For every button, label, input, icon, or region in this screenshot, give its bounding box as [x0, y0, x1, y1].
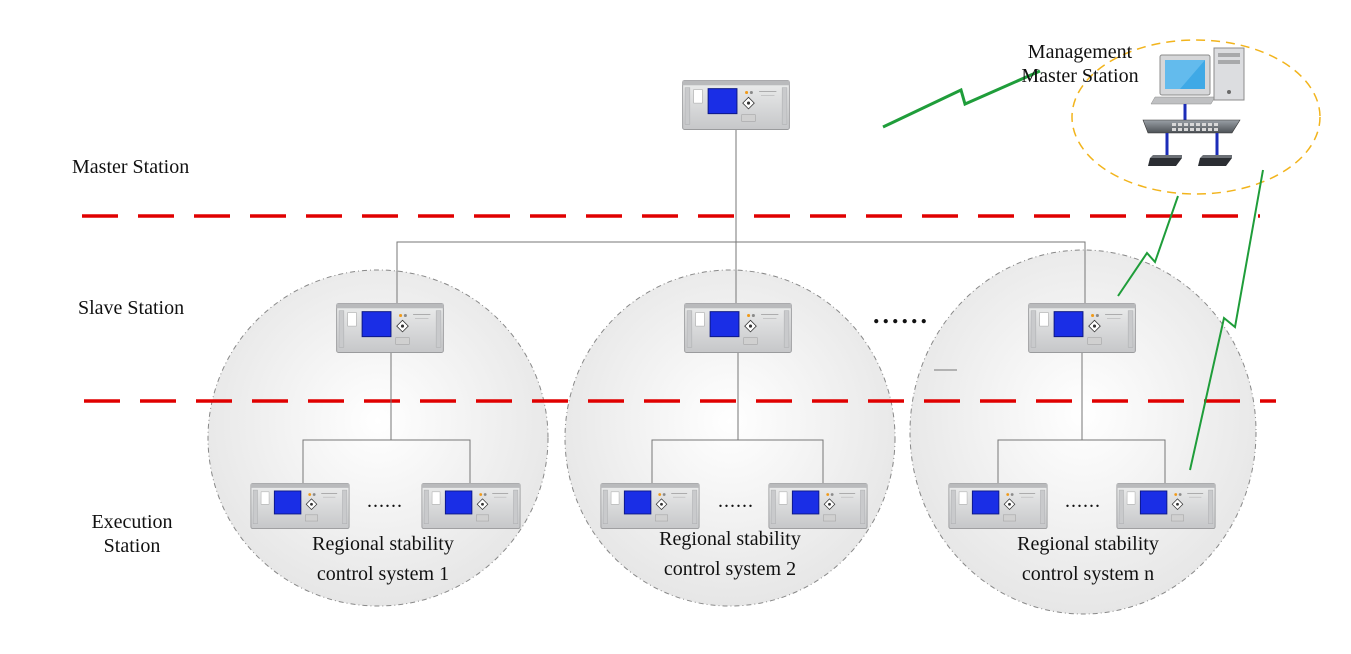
- region-2-caption-line2: control system 2: [663, 558, 797, 580]
- network-wires: [302, 129, 1166, 483]
- wireless-link-master: [882, 69, 1041, 129]
- management-station-label: Management Master Station: [1000, 40, 1160, 88]
- execution-device-2b: [768, 483, 868, 529]
- management-label-line1: Management: [1027, 41, 1133, 63]
- execution-device-nb: [1116, 483, 1216, 529]
- slave-ellipsis: ......: [873, 300, 930, 329]
- region-n-caption-line2: control system n: [1021, 563, 1155, 585]
- modem-icon-1: [1148, 155, 1182, 166]
- execution-ellipsis-1: ......: [367, 490, 403, 512]
- execution-station-label: Execution Station: [82, 510, 182, 558]
- management-computer-icon: [1150, 47, 1245, 105]
- master-station-label: Master Station: [72, 156, 190, 178]
- network-switch-icon: [1142, 104, 1241, 156]
- region-n-caption: Regional stability control system n: [968, 529, 1208, 589]
- slave-station-label: Slave Station: [78, 297, 185, 319]
- execution-ellipsis-n: ......: [1065, 490, 1101, 512]
- region-2-caption-line1: Regional stability: [659, 528, 801, 550]
- wireless-link-execution-n: [1189, 169, 1264, 471]
- master-station-device: [682, 80, 790, 130]
- management-ring: [1071, 39, 1321, 195]
- region-1-caption-line1: Regional stability: [312, 533, 454, 555]
- execution-device-1a: [250, 483, 350, 529]
- region-1-caption: Regional stability control system 1: [263, 529, 503, 589]
- execution-station-label-line1: Execution: [91, 511, 173, 533]
- wireless-link-slave-n: [1117, 195, 1179, 297]
- slave-station-device-2: [684, 303, 792, 353]
- execution-device-2a: [600, 483, 700, 529]
- management-label-line2: Master Station: [1021, 65, 1139, 87]
- execution-station-label-line2: Station: [103, 535, 161, 557]
- modem-icon-2: [1198, 155, 1232, 166]
- execution-device-1b: [421, 483, 521, 529]
- slave-station-device-n: [1028, 303, 1136, 353]
- execution-device-na: [948, 483, 1048, 529]
- slave-station-device-1: [336, 303, 444, 353]
- region-n-caption-line1: Regional stability: [1017, 533, 1159, 555]
- region-1-caption-line2: control system 1: [316, 563, 450, 585]
- region-2-caption: Regional stability control system 2: [610, 524, 850, 584]
- execution-ellipsis-2: ......: [718, 490, 754, 512]
